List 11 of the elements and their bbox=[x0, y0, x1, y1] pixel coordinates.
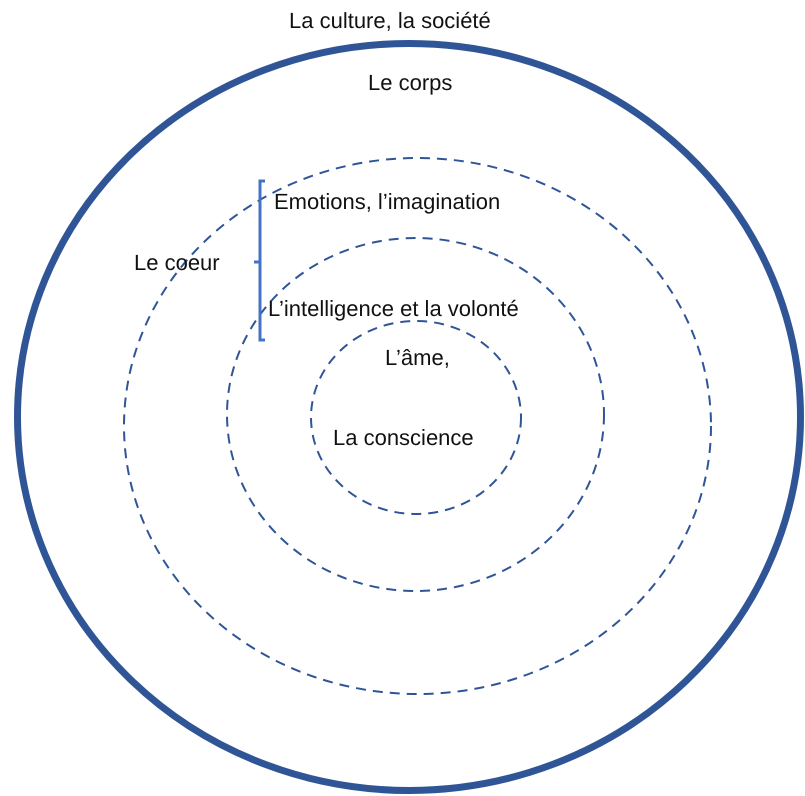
ring-label: La conscience bbox=[333, 425, 474, 451]
bracket-label: Le coeur bbox=[134, 250, 220, 276]
ring-label: Emotions, l’imagination bbox=[274, 189, 500, 215]
ring-label: Le corps bbox=[368, 70, 452, 96]
ring-circle bbox=[123, 157, 712, 695]
ring-circle bbox=[310, 320, 522, 515]
outer-label: La culture, la société bbox=[289, 8, 491, 34]
ring-circle bbox=[14, 40, 804, 794]
ring-label: L’âme, bbox=[385, 345, 450, 371]
ring-label: L’intelligence et la volonté bbox=[268, 296, 519, 322]
ring-circle bbox=[226, 237, 605, 592]
